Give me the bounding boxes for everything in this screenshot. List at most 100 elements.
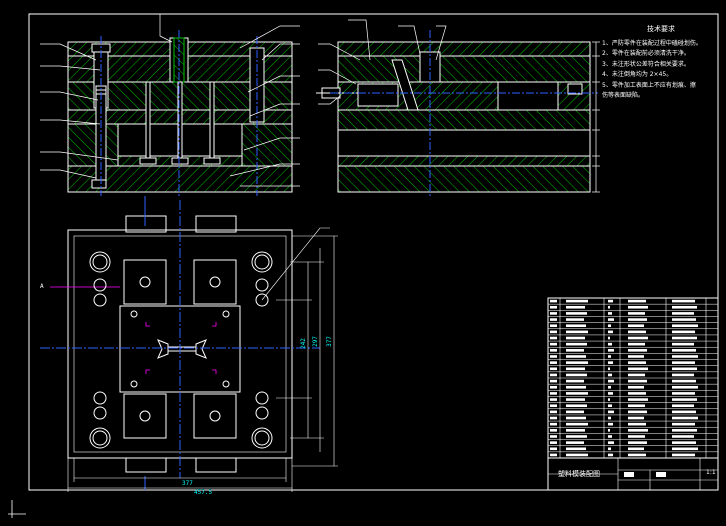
bom-cell-glyph [628,453,646,457]
dim-width-outer: 457.5 [194,489,213,496]
bom-cell-glyph [608,324,611,328]
bom-index-glyph [550,398,557,401]
bom-cell-glyph [566,318,584,321]
tech-requirement-item: 5、零件加工表面上不应有划痕、擦 [602,81,696,89]
bom-cell-glyph [566,416,586,420]
bom-cell-glyph [628,318,647,321]
bom-cell-glyph [608,422,613,426]
bom-cell-glyph [628,361,646,364]
bom-cell-glyph [566,367,585,371]
tech-requirements-title: 技术要求 [647,25,675,33]
bom-cell-glyph [566,447,586,451]
bom-cell-glyph [628,299,646,303]
bom-cell-glyph [672,435,694,438]
bom-index-glyph [550,299,557,303]
bom-cell-glyph [608,355,611,358]
bom-cell-glyph [672,342,694,346]
bom-index-glyph [550,410,557,414]
bom-cell-glyph [672,422,695,426]
bom-cell-glyph [608,392,613,395]
bom-cell-glyph [672,299,695,303]
side-section-view [316,19,600,198]
bom-cell-glyph [608,416,611,420]
bom-cell-glyph [672,404,694,408]
bom-cell-glyph [608,361,613,364]
title-block [547,457,719,491]
side-support-plate [337,109,591,131]
tech-requirement-item: 4、未注倒角均为 2×45。 [602,71,673,78]
bom-cell-glyph [672,429,697,432]
bom-cell-glyph [566,379,584,383]
front-section-view [40,14,300,198]
bom-cell-glyph [566,410,584,414]
bom-cell-glyph [608,429,610,432]
bom-cell-glyph [608,299,613,303]
bom-index-glyph [550,367,557,371]
slider-block [357,83,399,107]
bom-cell-glyph [672,392,695,395]
side-top-plate [337,41,591,57]
bom-cell-glyph [672,305,697,309]
bom-cell-glyph [628,336,648,340]
bom-cell-glyph [566,336,585,340]
bom-cell-glyph [608,342,612,346]
bom-index-glyph [550,318,557,321]
drawing-title: 塑料模装配图 [558,470,600,478]
tech-requirement-item: 2、零件在装配前必须清洗干净。 [602,50,690,57]
bom-cell-glyph [672,330,695,334]
side-bottom-plate [337,165,591,193]
bom-cell-glyph [566,373,587,377]
bom-cell-glyph [628,312,645,315]
bom-cell-glyph [608,404,612,408]
bom-index-glyph [550,441,557,444]
bom-cell-glyph [566,392,588,395]
tech-requirement-item: 1、严防零件在装配过程中磕碰划伤。 [602,39,702,47]
spacer-block-right [241,123,293,167]
bom-cell-glyph [608,447,611,451]
bom-index-glyph [550,453,557,457]
side-ejector-plate [337,155,591,167]
bom-cell-glyph [566,305,585,309]
bill-of-materials [547,297,719,459]
bom-cell-glyph [608,379,614,383]
bom-cell-glyph [628,305,648,309]
bom-cell-glyph [628,349,647,352]
bom-cell-glyph [608,312,612,315]
bom-cell-glyph [672,373,694,377]
bom-cell-glyph [566,441,584,444]
bom-cell-glyph [608,318,614,321]
bom-cell-glyph [628,324,644,328]
bom-cell-glyph [566,422,588,426]
bom-index-glyph [550,416,557,420]
bom-cell-glyph [672,367,697,371]
bom-cell-glyph [628,392,646,395]
bom-cell-glyph [628,429,648,432]
bom-cell-glyph [628,373,645,377]
bom-cell-glyph [628,422,646,426]
bom-index-glyph [550,429,557,432]
bom-cell-glyph [566,398,585,401]
bom-cell-glyph [608,373,612,377]
bom-cell-glyph [672,336,697,340]
bom-cell-glyph [608,398,610,401]
bom-cell-glyph [672,318,696,321]
bom-cell-glyph [628,342,645,346]
bom-cell-glyph [566,429,585,432]
bom-index-glyph [550,361,557,364]
bom-cell-glyph [608,385,611,389]
dim-height-c: 377 [325,336,333,347]
bom-cell-glyph [628,410,647,414]
bom-index-glyph [550,312,557,315]
bom-cell-glyph [672,453,695,457]
plan-view [40,196,338,492]
bom-cell-glyph [628,330,646,334]
bom-cell-glyph [628,441,647,444]
bom-cell-glyph [628,398,648,401]
drawing-scale: 1:1 [706,469,716,476]
bom-cell-glyph [566,330,588,334]
bom-cell-glyph [566,404,587,408]
bom-cell-glyph [672,324,698,328]
bom-index-glyph [550,422,557,426]
drawing-border [28,13,719,491]
bom-cell-glyph [628,379,647,383]
